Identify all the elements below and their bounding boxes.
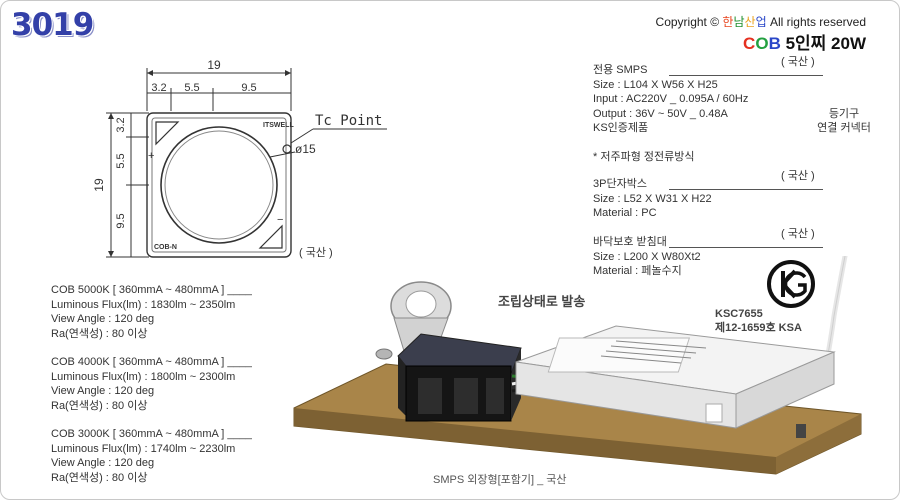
cob-spec-flux: Luminous Flux(lm) : 1800lm ~ 2300lm bbox=[51, 370, 236, 383]
ks-certification-mark bbox=[767, 260, 815, 308]
ks-standard: KSC7655 bbox=[715, 308, 763, 320]
ks-info: KSC7655 제12-1659호 KSA bbox=[715, 307, 802, 335]
base-plate-size: Size : L200 X W80Xt2 bbox=[593, 250, 701, 263]
chip-model-label: COB-N bbox=[154, 244, 177, 251]
brand-char: 한 bbox=[722, 15, 734, 29]
copyright-suffix: All rights reserved bbox=[769, 15, 866, 29]
chip-origin-label: ( 국산 ) bbox=[299, 246, 333, 259]
smps-origin: ( 국산 ) bbox=[781, 56, 815, 68]
connector-label-line2: 연결 커넥터 bbox=[817, 122, 871, 134]
terminal-box-rule bbox=[669, 189, 823, 190]
smps-heading: 전용 SMPS ( 국산 ) bbox=[593, 56, 823, 78]
cob-spec-title: COB 3000K [ 360mmA ~ 480mmA ] ____ bbox=[51, 428, 252, 440]
brand-name: 한남산업 bbox=[722, 15, 766, 29]
cob-spec-ra: Ra(연색성) : 80 이상 bbox=[51, 399, 148, 412]
brand-char: 남 bbox=[733, 15, 745, 29]
brand-char: 업 bbox=[755, 15, 767, 29]
terminal-box-size: Size : L52 X W31 X H22 bbox=[593, 192, 712, 205]
product-cob-b: B bbox=[768, 34, 781, 53]
minus-terminal-label: − bbox=[277, 214, 283, 226]
base-plate-spec: 바닥보호 받침대 ( 국산 ) Size : L200 X W80Xt2 Mat… bbox=[593, 228, 823, 279]
cob-spec-flux: Luminous Flux(lm) : 1740lm ~ 2230lm bbox=[51, 442, 236, 455]
dim-top-label: 19 bbox=[207, 58, 221, 72]
assembly-photo bbox=[293, 256, 862, 475]
smps-input: Input : AC220V _ 0.095A / 60Hz bbox=[593, 93, 749, 105]
cob-technical-drawing: 19 3.2 5.5 9.5 19 3.2 5.5 9.5 ITSWELL CO… bbox=[92, 58, 387, 259]
copyright-prefix: Copyright © bbox=[655, 15, 720, 29]
terminal-box-heading: 3P단자박스 ( 국산 ) bbox=[593, 170, 823, 192]
product-cob-o: O bbox=[755, 34, 769, 53]
bottom-caption: SMPS 외장형[포함기] _ 국산 bbox=[433, 474, 567, 486]
cob-spec-3000k: COB 3000K [ 360mmA ~ 480mmA ] ____ Lumin… bbox=[51, 427, 252, 485]
diameter-label: ø15 bbox=[295, 142, 316, 156]
dim-h3-label: 9.5 bbox=[115, 213, 127, 228]
chip-brand-label: ITSWELL bbox=[263, 122, 294, 129]
smps-cert: KS인증제품 bbox=[593, 122, 649, 134]
base-plate-origin: ( 국산 ) bbox=[781, 228, 815, 240]
cob-spec-ra: Ra(연색성) : 80 이상 bbox=[51, 327, 148, 340]
smps-spec: 전용 SMPS ( 국산 ) Size : L104 X W56 X H25 I… bbox=[593, 56, 823, 164]
connector-label-line1: 등기구 bbox=[828, 108, 860, 120]
product-cob-c: C bbox=[743, 34, 756, 53]
brand-char: 산 bbox=[744, 15, 756, 29]
smps-size: Size : L104 X W56 X H25 bbox=[593, 78, 718, 91]
smps-note: * 저주파형 정전류방식 bbox=[593, 150, 695, 163]
smps-title: 전용 SMPS bbox=[593, 64, 648, 76]
dim-h2-label: 5.5 bbox=[115, 153, 127, 168]
base-plate-title: 바닥보호 받침대 bbox=[593, 236, 667, 248]
ks-cert-number: 제12-1659호 KSA bbox=[715, 322, 802, 334]
cob-spec-5000k: COB 5000K [ 360mmA ~ 480mmA ] ____ Lumin… bbox=[51, 283, 252, 341]
copyright-notice: Copyright © 한남산업 All rights reserved bbox=[656, 13, 866, 30]
terminal-box-spec: 3P단자박스 ( 국산 ) Size : L52 X W31 X H22 Mat… bbox=[593, 170, 823, 221]
tc-point-label: Tc Point bbox=[315, 113, 382, 129]
dim-w3-label: 9.5 bbox=[241, 82, 256, 94]
terminal-box-material: Material : PC bbox=[593, 207, 657, 219]
dim-w2-label: 5.5 bbox=[184, 82, 199, 94]
terminal-box-origin: ( 국산 ) bbox=[781, 170, 815, 182]
assembly-caption: 조립상태로 발송 bbox=[498, 294, 586, 309]
base-plate-rule bbox=[669, 247, 823, 248]
cob-spec-ra: Ra(연색성) : 80 이상 bbox=[51, 471, 148, 484]
dim-side-label: 19 bbox=[92, 178, 106, 192]
cob-spec-angle: View Angle : 120 deg bbox=[51, 457, 155, 469]
smps-rule bbox=[669, 75, 823, 76]
connector-label: 등기구 연결 커넥터 bbox=[809, 107, 879, 135]
cob-spec-title: COB 5000K [ 360mmA ~ 480mmA ] ____ bbox=[51, 284, 252, 296]
smps-output: Output : 36V ~ 50V _ 0.48A bbox=[593, 107, 728, 120]
base-plate-material: Material : 페놀수지 bbox=[593, 265, 682, 277]
cob-spec-angle: View Angle : 120 deg bbox=[51, 385, 155, 397]
cob-spec-title: COB 4000K [ 360mmA ~ 480mmA ] ____ bbox=[51, 356, 252, 368]
cob-spec-4000k: COB 4000K [ 360mmA ~ 480mmA ] ____ Lumin… bbox=[51, 355, 252, 413]
product-title: COB 5인찌 20W bbox=[743, 29, 866, 54]
model-number: 3019 bbox=[11, 7, 94, 43]
cob-spec-angle: View Angle : 120 deg bbox=[51, 313, 155, 325]
product-name: 5인찌 20W bbox=[785, 34, 866, 53]
dim-h1-label: 3.2 bbox=[115, 117, 127, 132]
dim-w1-label: 3.2 bbox=[151, 82, 166, 94]
plus-terminal-label: + bbox=[148, 150, 154, 162]
cob-spec-flux: Luminous Flux(lm) : 1830lm ~ 2350lm bbox=[51, 298, 236, 311]
terminal-box-title: 3P단자박스 bbox=[593, 178, 647, 190]
base-plate-heading: 바닥보호 받침대 ( 국산 ) bbox=[593, 228, 823, 250]
